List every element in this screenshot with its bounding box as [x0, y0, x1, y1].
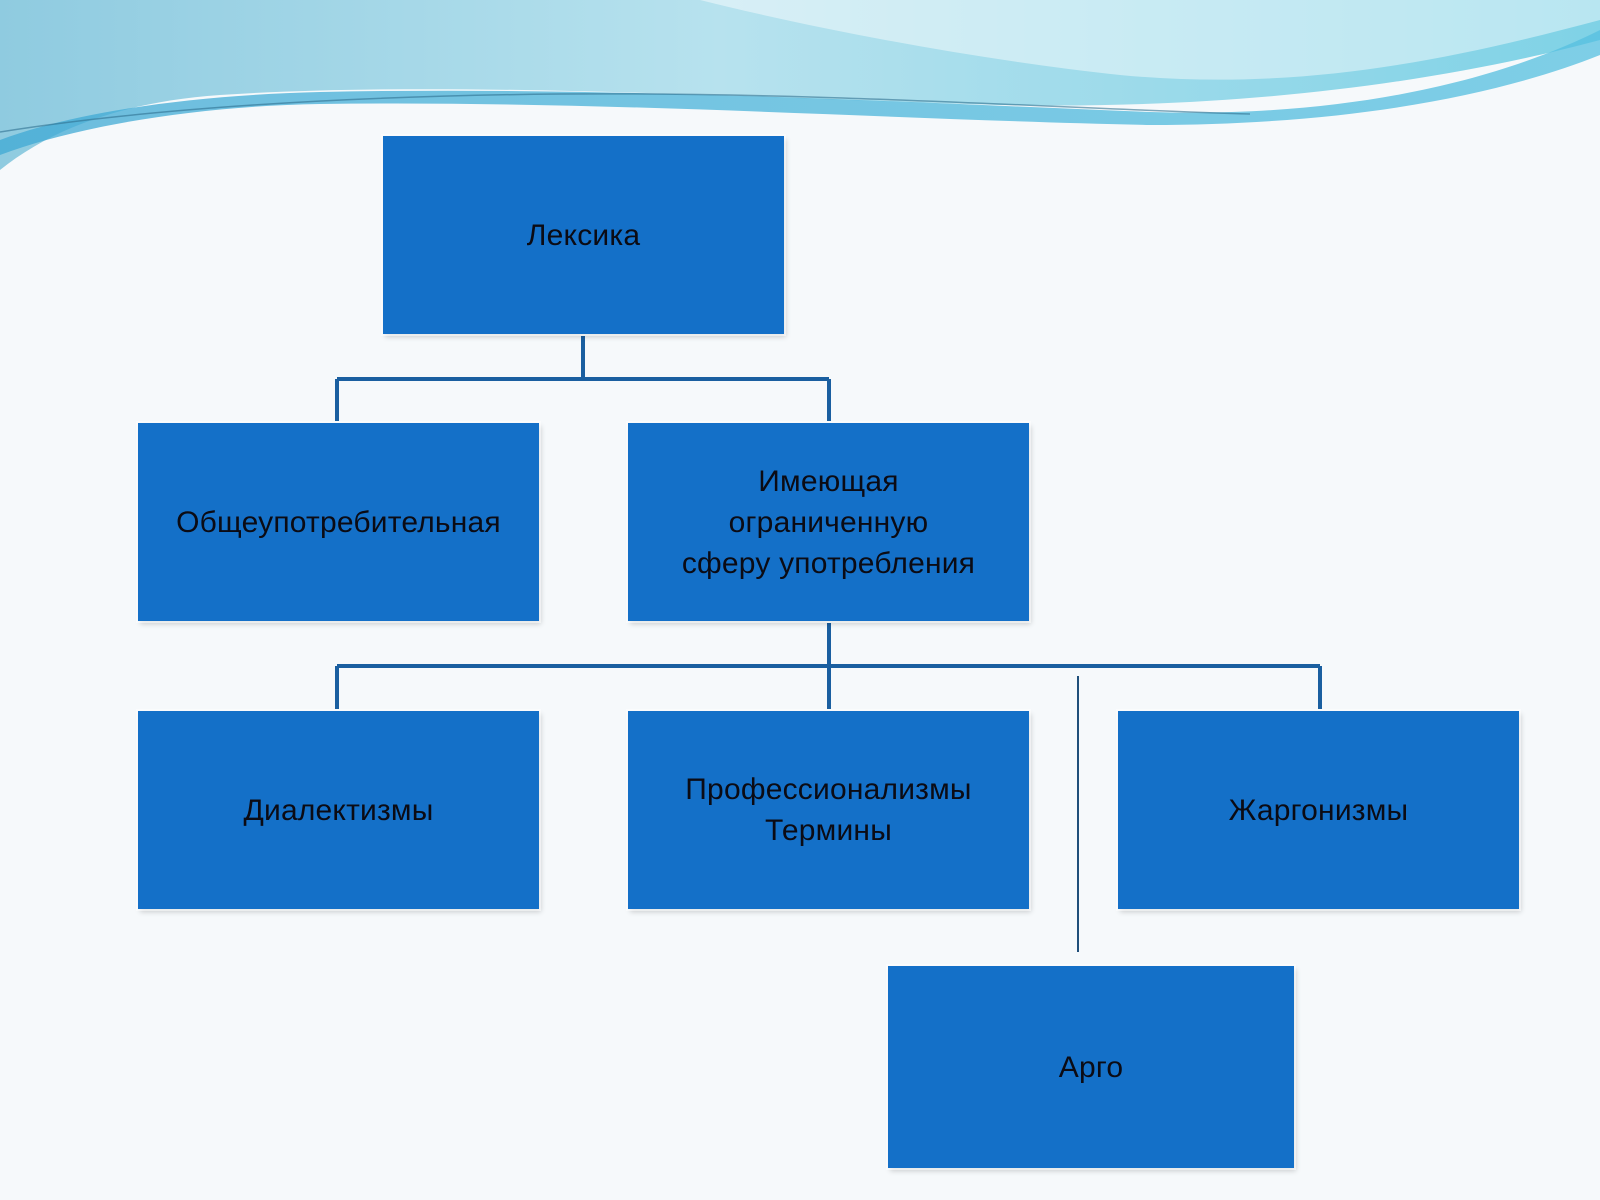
node-jargonisms: Жаргонизмы [1118, 711, 1519, 909]
node-common-usage: Общеупотребительная [138, 423, 539, 621]
node-limited-usage-label: Имеющая ограниченную сферу употребления [681, 464, 976, 580]
node-leksika: Лексика [383, 136, 784, 334]
node-dialectisms-label: Диалектизмы [243, 793, 434, 827]
node-professionalisms-terms-label: Профессионализмы Термины [685, 773, 972, 847]
node-jargonisms-label: Жаргонизмы [1228, 793, 1409, 827]
node-dialectisms: Диалектизмы [138, 711, 539, 909]
node-limited-usage: Имеющая ограниченную сферу употребления [628, 423, 1029, 621]
node-leksika-label: Лексика [526, 218, 641, 252]
node-common-usage-label: Общеупотребительная [176, 505, 501, 539]
node-professionalisms-terms: Профессионализмы Термины [628, 711, 1029, 909]
node-argo: Арго [888, 966, 1294, 1168]
node-argo-label: Арго [1058, 1050, 1124, 1084]
decorative-wave-banner [0, 0, 1600, 170]
